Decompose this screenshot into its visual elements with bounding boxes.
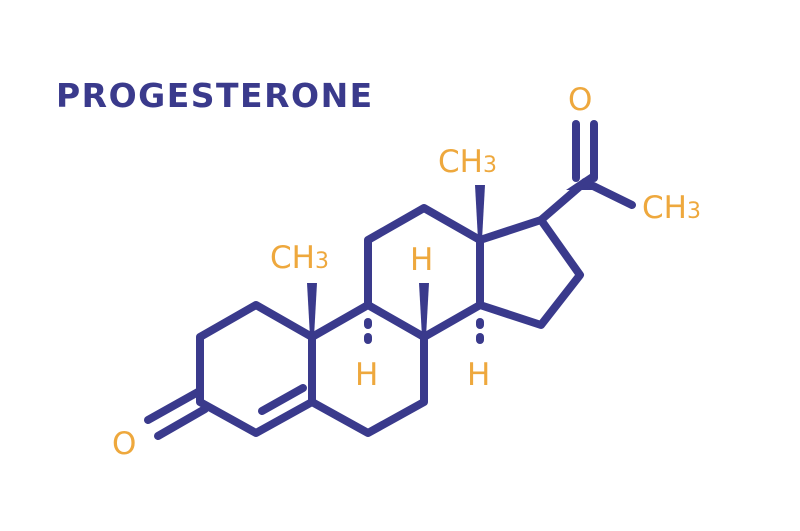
wedge-c13-methyl [475,185,485,240]
molecule-title: PROGESTERONE [56,76,374,115]
wedge-c10-methyl [307,283,317,337]
ketone-c3-bond [144,388,209,440]
ch3-label-acetyl: CH3 [642,190,701,226]
ring-c [364,204,484,341]
oxygen-label-ring: O [112,426,136,462]
ring-d [476,216,584,329]
ring-b [308,301,428,437]
h-label-c14: H [467,357,490,393]
oxygen-label-acetyl: O [568,82,592,118]
ring-a [196,301,316,437]
h-label-c8: H [410,242,433,278]
h-label-c9: H [355,357,378,393]
acetyl-side-chain [537,120,636,224]
ch3-label-c13: CH3 [438,144,497,180]
ch3-label-c10: CH3 [270,240,329,276]
wedge-c8-h [419,283,429,337]
